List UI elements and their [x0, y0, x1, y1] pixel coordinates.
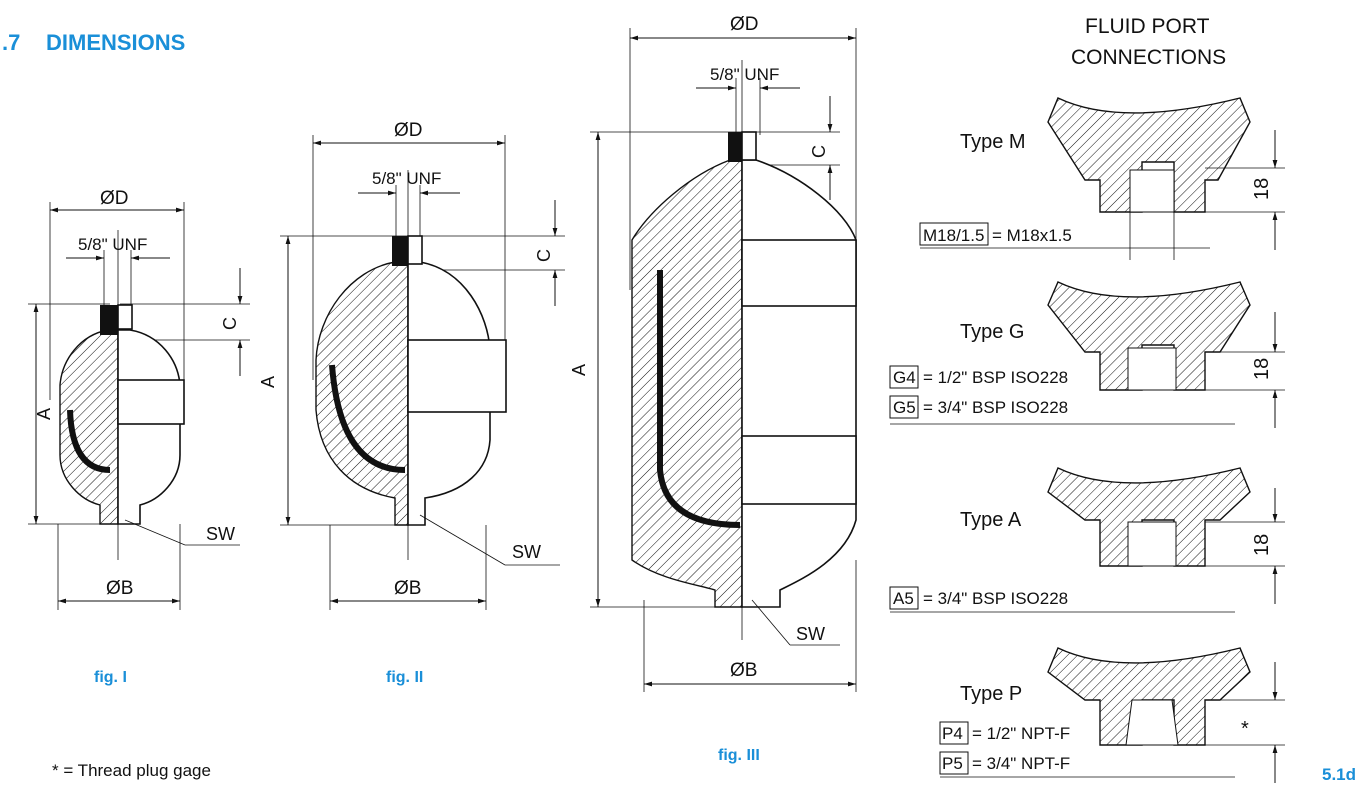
type-p-desc-2: = 3/4" NPT-F	[972, 754, 1070, 773]
fig2-sw-label: SW	[512, 542, 541, 562]
fig1-a-label: A	[34, 408, 54, 420]
type-p-code-1: P4	[942, 724, 963, 743]
type-m-code-1: M18/1.5	[923, 226, 984, 245]
type-g-code-2: G5	[893, 398, 916, 417]
figure-3: ØD 5/8" UNF C A SW ØB fig. III	[569, 14, 857, 764]
type-g-label: Type G	[960, 321, 1024, 343]
type-p-label: Type P	[960, 683, 1022, 705]
fig2-unf-label: 5/8" UNF	[372, 169, 441, 188]
fig3-sw-label: SW	[796, 624, 825, 644]
figure-2: ØD 5/8" UNF C A SW ØB fig. II	[258, 120, 565, 686]
fig3-unf-label: 5/8" UNF	[710, 65, 779, 84]
port-type-a: Type A 18 A5 = 3/4" BSP ISO228	[889, 467, 1285, 613]
fig1-ob-label: ØB	[106, 578, 133, 599]
section-number: .7	[2, 30, 20, 55]
type-g-code-1: G4	[893, 368, 916, 387]
type-p-code-2: P5	[942, 754, 963, 773]
type-g-dim: 18	[1251, 358, 1273, 380]
type-p-desc-1: = 1/2" NPT-F	[972, 724, 1070, 743]
type-p-dim: *	[1241, 718, 1249, 740]
fig2-a-label: A	[258, 376, 278, 388]
section-title: DIMENSIONS	[46, 30, 185, 55]
type-m-desc-1: = M18x1.5	[992, 226, 1072, 245]
port-type-g: Type G 18 G4 = 1/2" BSP ISO228 G5 = 3/4"…	[889, 281, 1285, 428]
fig1-unf-label: 5/8" UNF	[78, 235, 147, 254]
port-type-m: Type M 18 M18/1.5 = M18x1.5	[919, 97, 1285, 260]
fig1-caption: fig. I	[94, 669, 127, 686]
port-type-p: Type P * P4 = 1/2" NPT-F P5 = 3/4" NPT-F	[939, 647, 1285, 783]
fig2-caption: fig. II	[386, 669, 423, 686]
type-g-desc-2: = 3/4" BSP ISO228	[923, 398, 1068, 417]
fig3-caption: fig. III	[718, 747, 760, 764]
fig1-c-label: C	[220, 317, 240, 330]
fig2-ob-label: ØB	[394, 578, 421, 599]
type-a-desc-1: = 3/4" BSP ISO228	[923, 589, 1068, 608]
fig3-c-label: C	[809, 145, 829, 158]
fig2-c-label: C	[534, 249, 554, 262]
footnote: * = Thread plug gage	[52, 761, 211, 780]
fig1-sw-label: SW	[206, 524, 235, 544]
fig2-od-label: ØD	[394, 120, 423, 141]
type-m-label: Type M	[960, 131, 1026, 153]
page-number: 5.1d	[1322, 765, 1356, 784]
fig3-a-label: A	[569, 364, 589, 376]
figure-1: ØD 5/8" UNF C A SW ØB fig. I	[28, 188, 250, 686]
type-a-code-1: A5	[893, 589, 914, 608]
fig3-ob-label: ØB	[730, 660, 757, 681]
fig1-od-label: ØD	[100, 188, 129, 209]
type-g-desc-1: = 1/2" BSP ISO228	[923, 368, 1068, 387]
type-a-dim: 18	[1251, 534, 1273, 556]
type-a-label: Type A	[960, 509, 1022, 531]
fluid-port-title-2: CONNECTIONS	[1071, 46, 1226, 69]
type-m-dim: 18	[1251, 178, 1273, 200]
fig3-od-label: ØD	[730, 14, 759, 35]
fluid-port-title-1: FLUID PORT	[1085, 15, 1210, 38]
